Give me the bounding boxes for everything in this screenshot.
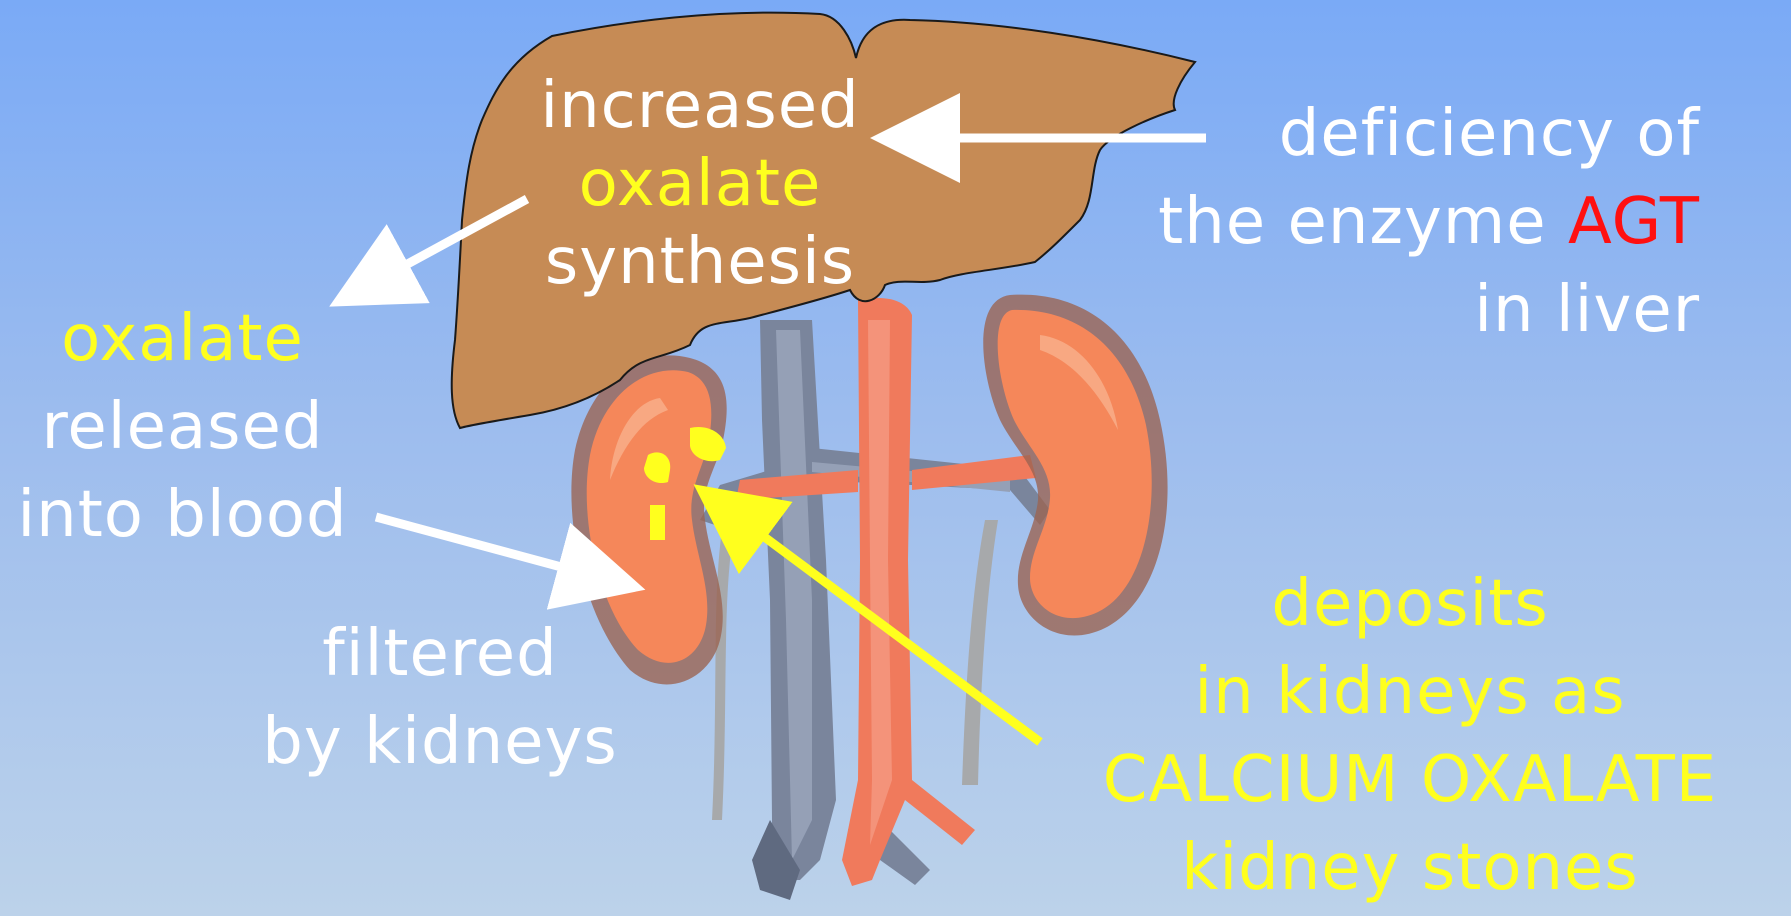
deposit-label-line1: deposits [1040, 560, 1780, 648]
enzyme-label-line3: in liver [1100, 266, 1700, 354]
enzyme-name-agt: AGT [1568, 185, 1700, 259]
filter-label-line1: filtered [240, 610, 640, 698]
filter-label-line2: by kidneys [240, 698, 640, 786]
enzyme-label-prefix: the enzyme [1158, 185, 1568, 259]
enzyme-label-line1: deficiency of [1100, 90, 1700, 178]
deposit-label-line2: in kidneys as [1040, 648, 1780, 736]
filter-label: filtered by kidneys [240, 610, 640, 786]
enzyme-label: deficiency of the enzyme AGT in liver [1100, 90, 1700, 354]
ureters [712, 520, 998, 820]
liver-label-line1: increased [500, 62, 900, 150]
liver-label-line2: oxalate [500, 140, 900, 228]
deposit-label: deposits in kidneys as CALCIUM OXALATE k… [1040, 560, 1780, 912]
liver-label-line3: synthesis [500, 218, 900, 306]
blood-label-line1: oxalate [0, 295, 365, 383]
deposit-label-line3: CALCIUM OXALATE [1040, 736, 1780, 824]
blood-label-line3: into blood [0, 471, 365, 559]
liver-label: increased oxalate synthesis [500, 62, 900, 306]
blood-label: oxalate released into blood [0, 295, 365, 559]
enzyme-label-line2: the enzyme AGT [1100, 178, 1700, 266]
deposit-label-line4: kidney stones [1040, 824, 1780, 912]
blood-label-line2: released [0, 383, 365, 471]
